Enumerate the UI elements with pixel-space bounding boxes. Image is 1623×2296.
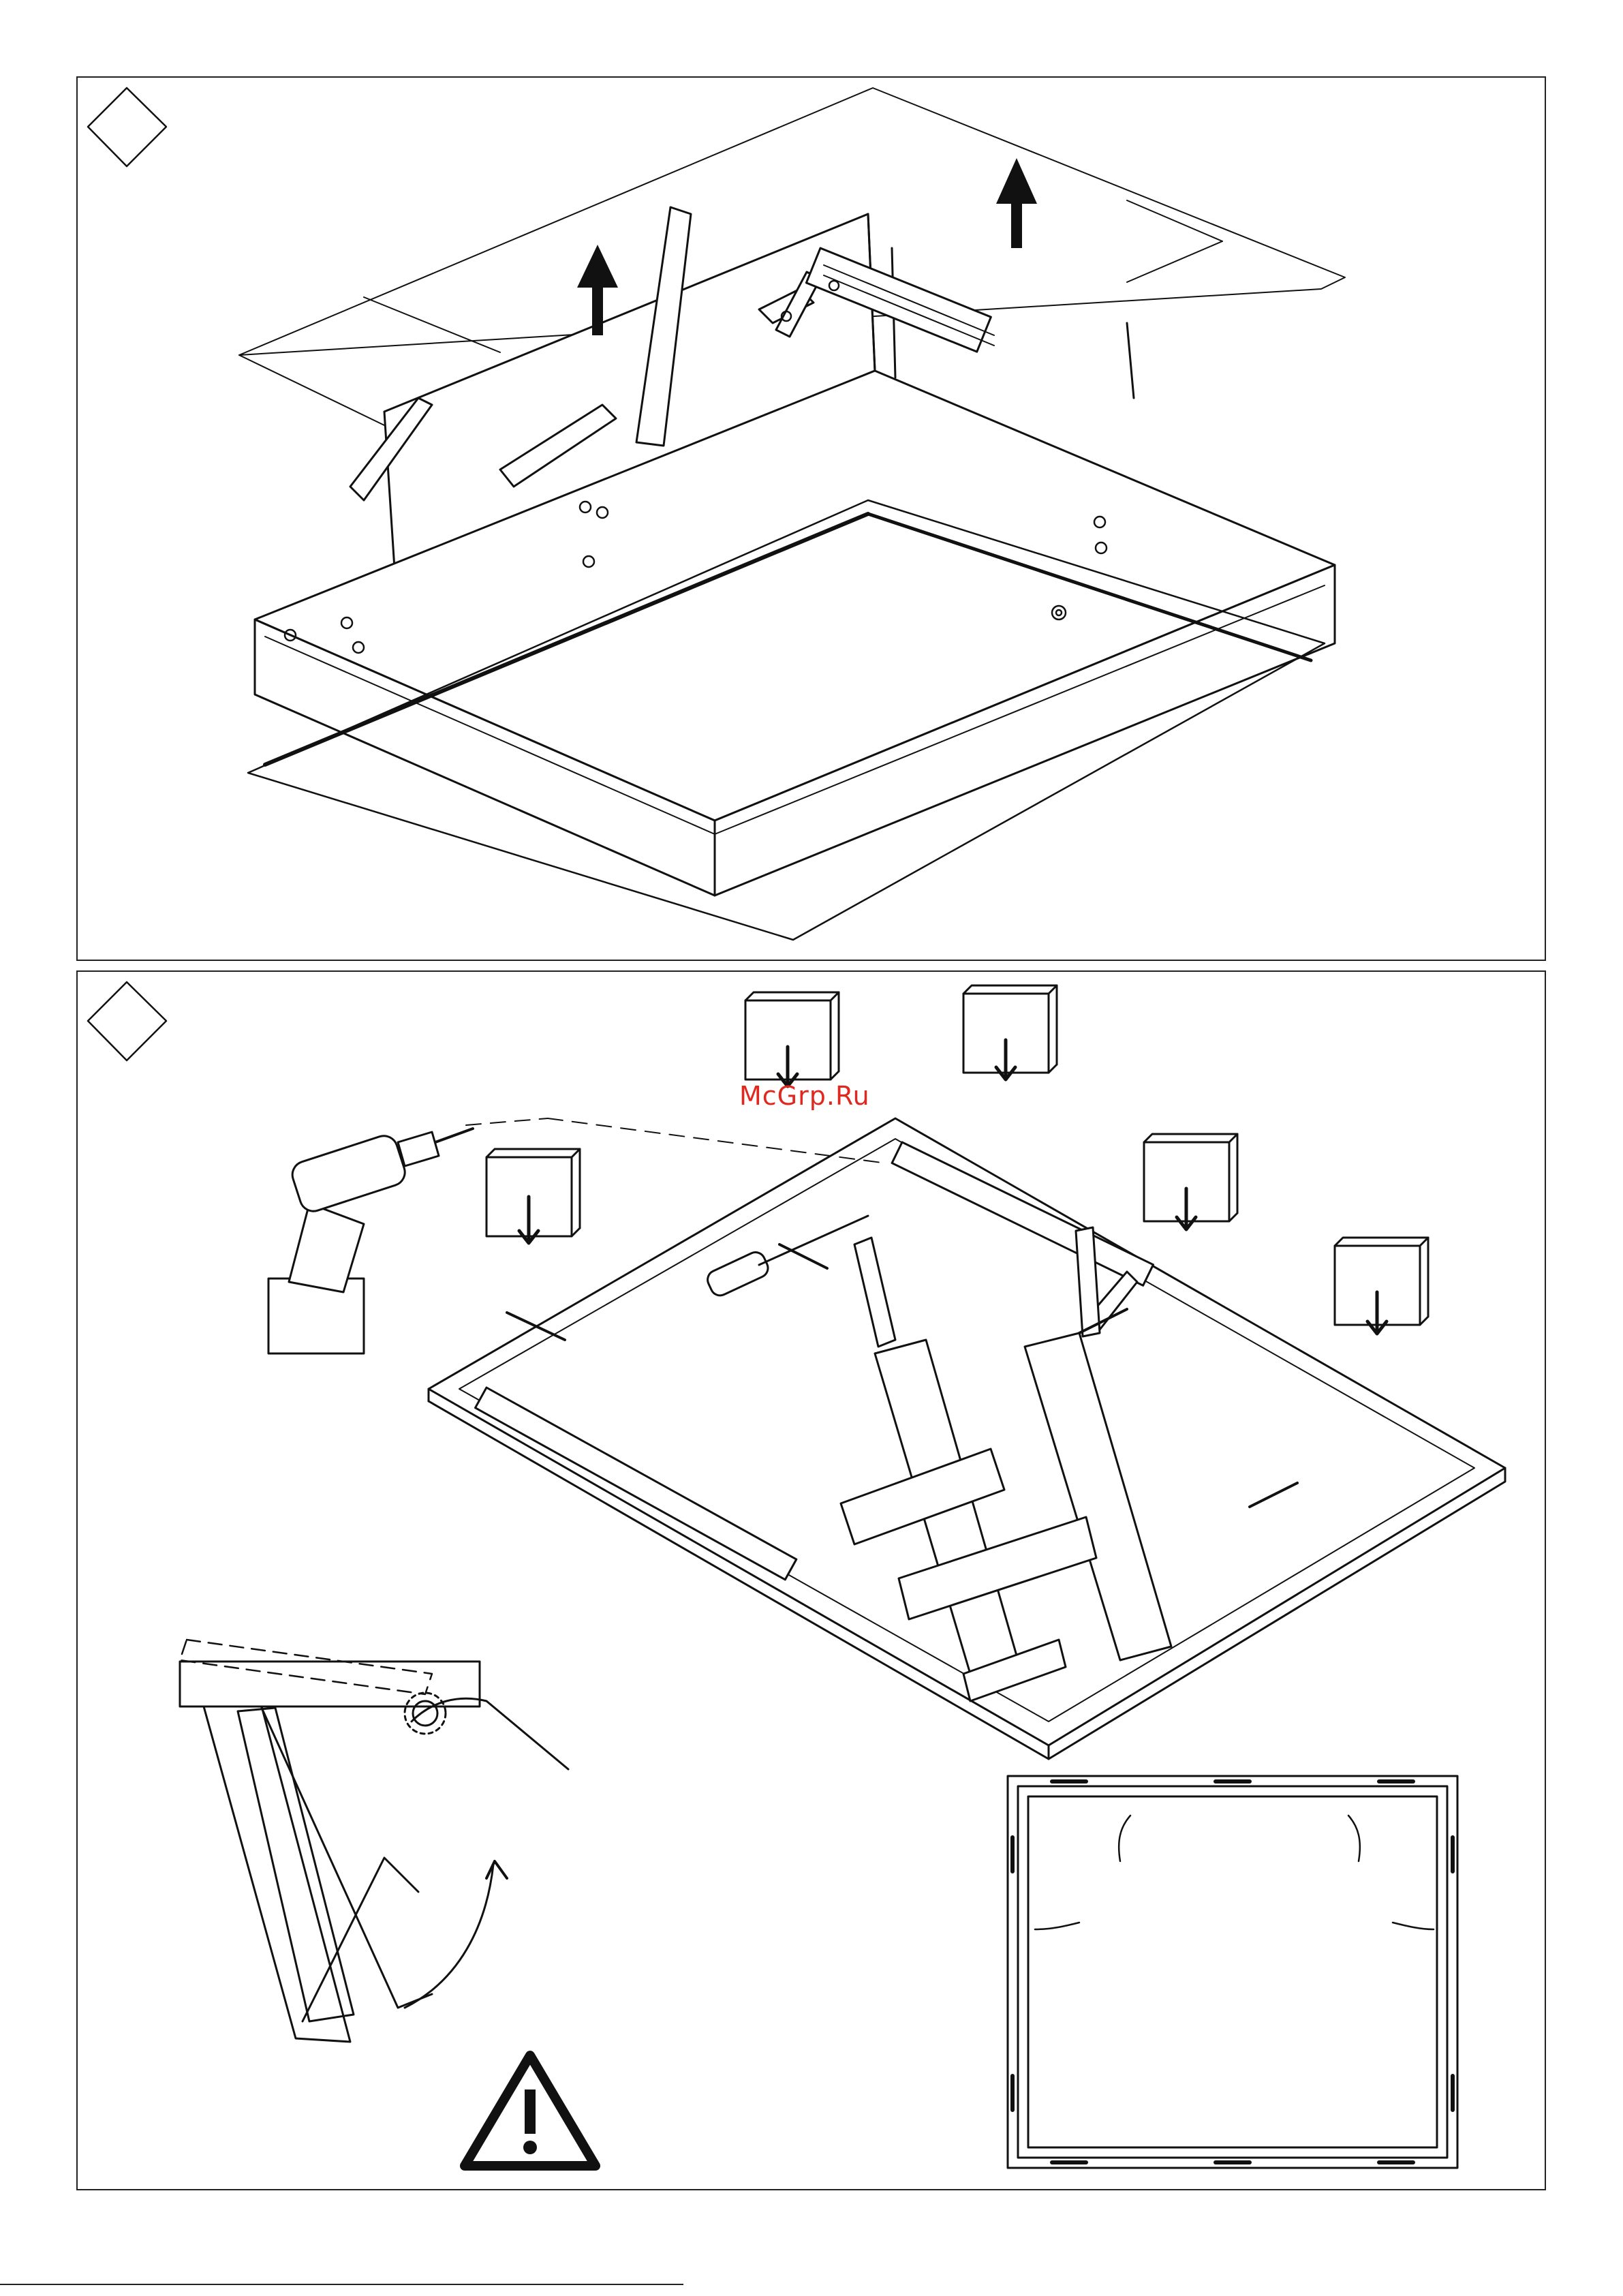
lift-arrow-right xyxy=(996,158,1037,248)
step-marker-diamond xyxy=(88,982,166,1060)
hatch-marks xyxy=(1013,1781,1453,2162)
step-2-panel xyxy=(76,970,1546,2190)
step-marker-diamond xyxy=(88,88,166,166)
plan-view-frame xyxy=(1008,1776,1457,2168)
step-2-illustration xyxy=(78,972,1547,2192)
footer-rule xyxy=(0,2284,683,2285)
step-1-illustration xyxy=(78,78,1547,962)
warning-triangle-icon xyxy=(465,2055,596,2166)
watermark-text: McGrp.Ru xyxy=(739,1081,870,1111)
ladder-detail-diagram xyxy=(180,1640,568,2042)
drill-icon xyxy=(268,1129,473,1353)
step-1-panel xyxy=(76,76,1546,961)
